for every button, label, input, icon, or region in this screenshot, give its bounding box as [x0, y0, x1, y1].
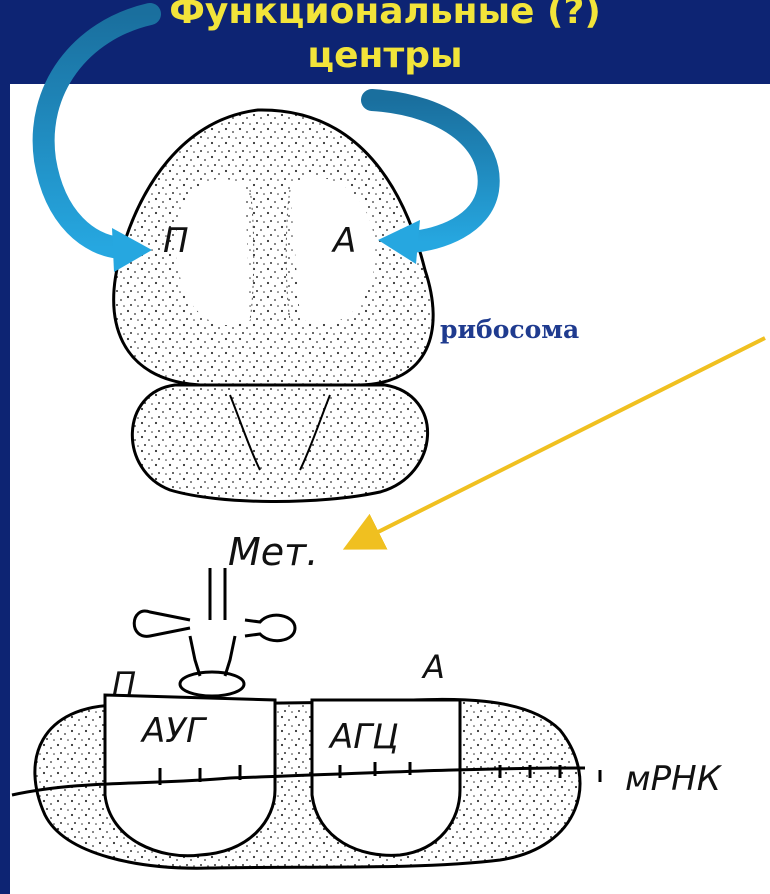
codon-p-label: АУГ — [140, 711, 208, 751]
codon-a-label: АГЦ — [328, 717, 399, 757]
mrna-label: мРНК — [625, 759, 723, 799]
ribosome-on-mrna — [35, 695, 580, 868]
top-site-p-label: П — [163, 221, 189, 261]
small-subunit — [132, 385, 427, 502]
trna-molecule — [134, 568, 295, 696]
ribosome-label: рибосома — [440, 315, 579, 344]
bottom-site-a-label: А — [421, 648, 445, 686]
top-site-a-label: А — [331, 221, 356, 261]
trna-aminoacid-label: Мет. — [228, 530, 318, 574]
large-subunit — [114, 110, 433, 385]
